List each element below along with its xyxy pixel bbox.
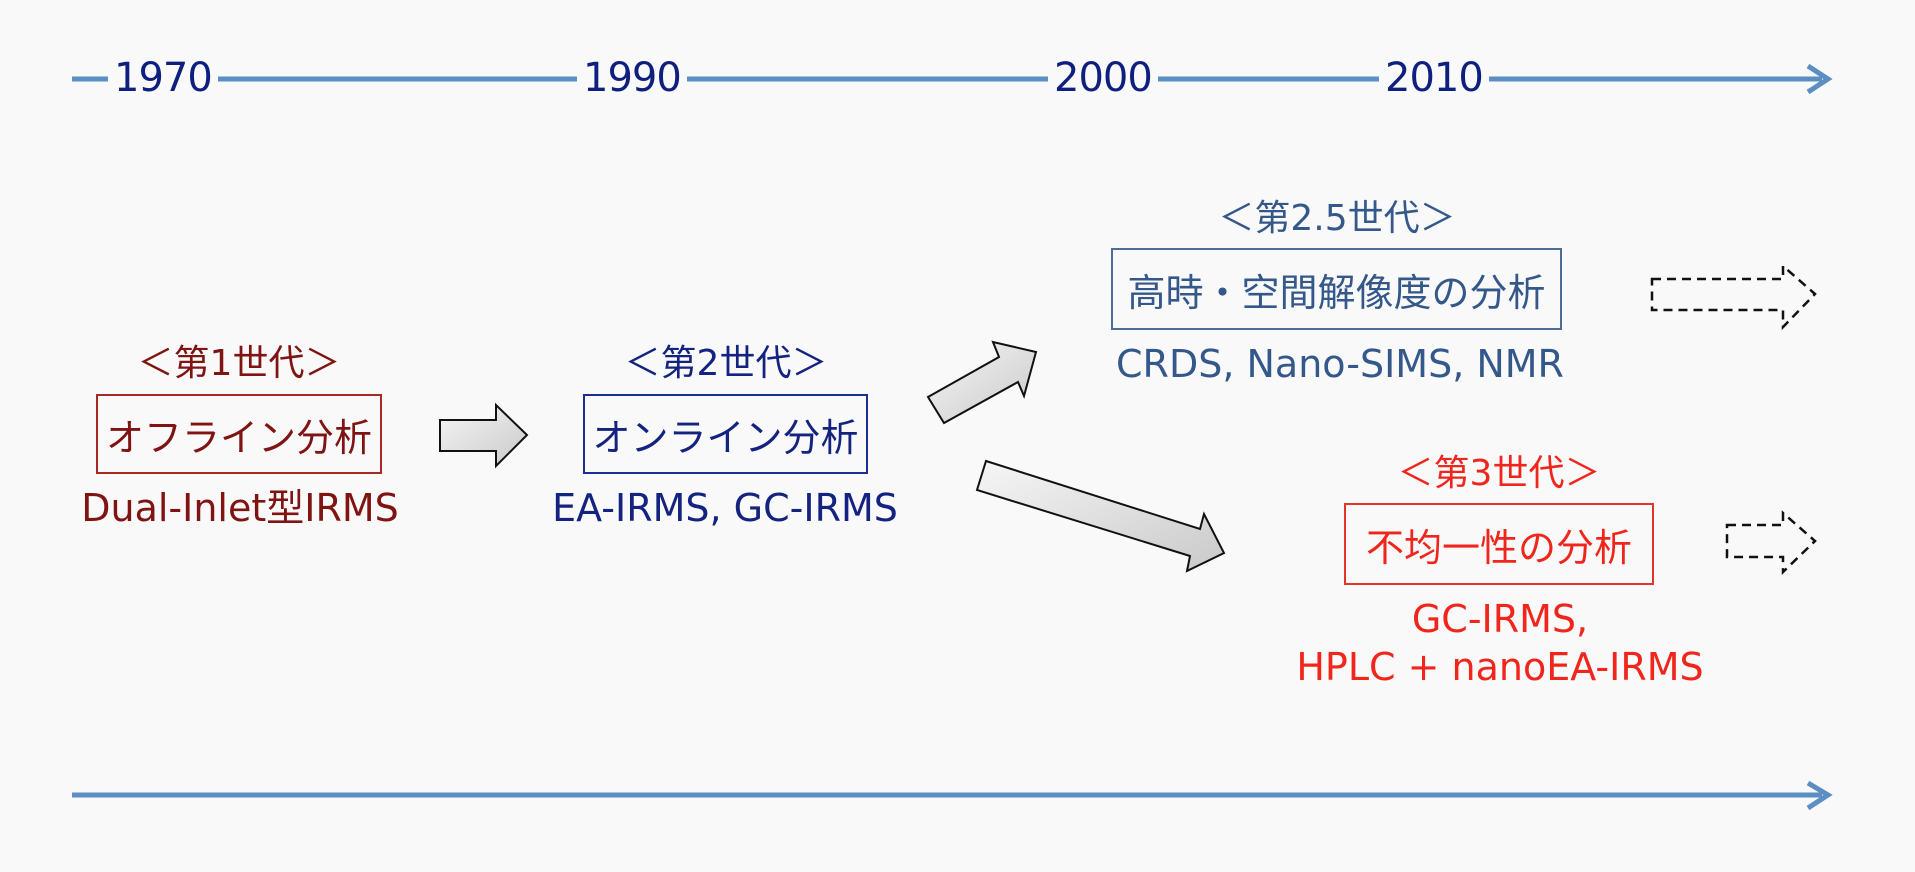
gen2-techniques: EA-IRMS, GC-IRMS [552, 486, 898, 530]
gen2-box: オンライン分析 [583, 394, 868, 474]
gen1-title: ＜第1世代＞ [137, 343, 341, 384]
gen2-title: ＜第2世代＞ [624, 343, 828, 384]
gen25-box: 高時・空間解像度の分析 [1111, 248, 1562, 330]
timeline-bottom-arrow [72, 780, 1833, 811]
gen3-box: 不均一性の分析 [1344, 503, 1654, 585]
gen3-title: ＜第3世代＞ [1397, 453, 1601, 494]
gen1-techniques: Dual-Inlet型IRMS [81, 486, 399, 530]
gen25-box-label: 高時・空間解像度の分析 [1127, 270, 1546, 315]
gen25-title: ＜第2.5世代＞ [1218, 198, 1456, 239]
gen3-techniques-line1: GC-IRMS, [1411, 597, 1589, 641]
gen3-box-label: 不均一性の分析 [1365, 525, 1632, 570]
future-arrow-upper [1650, 263, 1817, 331]
gen25-techniques: CRDS, Nano-SIMS, NMR [1116, 342, 1564, 386]
up-right-block-arrow [926, 340, 1038, 425]
timeline-top-arrow [72, 63, 1833, 95]
year-label: 1970 [108, 50, 218, 106]
gen2-box-label: オンライン分析 [592, 415, 859, 460]
down-right-block-arrow [975, 459, 1226, 573]
gen1-box-label: オフライン分析 [105, 415, 372, 460]
year-label: 1990 [577, 50, 687, 106]
gen3-techniques-line2: HPLC + nanoEA-IRMS [1296, 645, 1704, 689]
year-label: 2010 [1379, 50, 1489, 106]
gen1-box: オフライン分析 [96, 394, 382, 474]
right-block-arrow [439, 402, 529, 469]
future-arrow-lower [1725, 510, 1817, 575]
year-label: 2000 [1048, 50, 1158, 106]
